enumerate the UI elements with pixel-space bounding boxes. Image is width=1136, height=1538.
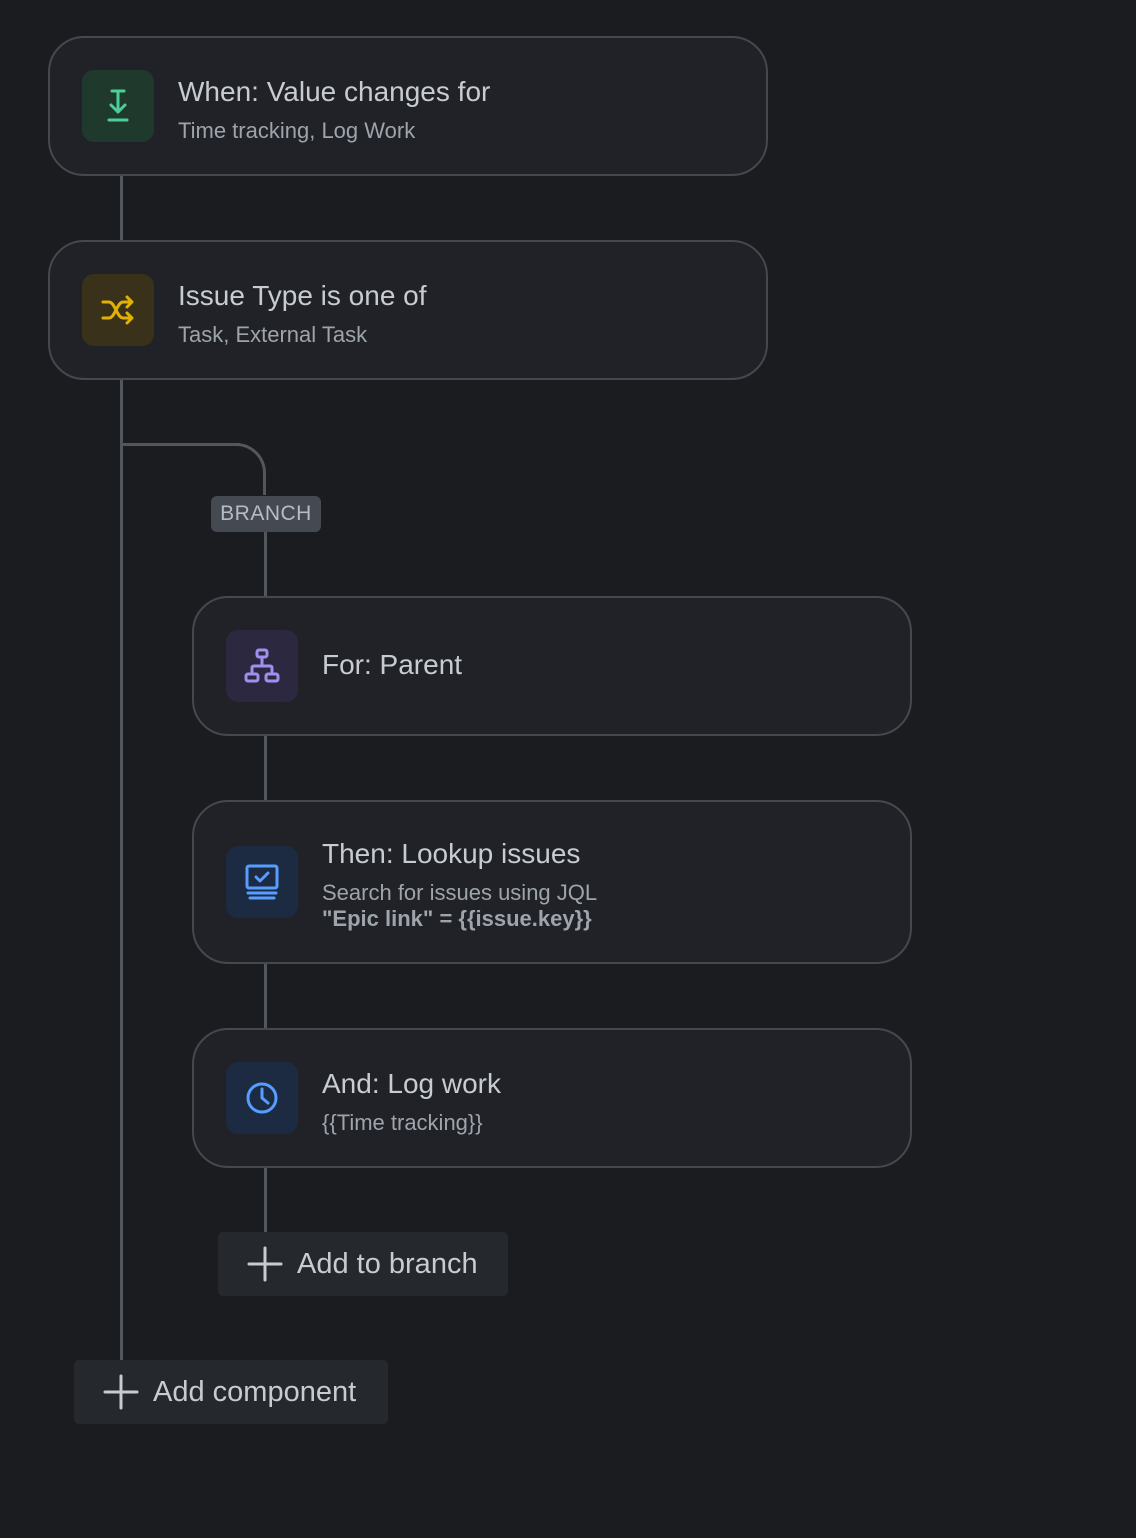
- log-title: And: Log work: [322, 1068, 501, 1099]
- connector-branch-v4: [264, 1166, 267, 1234]
- hierarchy-icon: [244, 648, 280, 683]
- add-component-label: Add component: [153, 1375, 357, 1408]
- connector-branch-v2: [264, 734, 267, 802]
- clock-icon: [246, 1082, 278, 1114]
- add-to-branch-label: Add to branch: [297, 1247, 478, 1280]
- condition-subtitle: Task, External Task: [178, 322, 368, 347]
- for-title: For: Parent: [322, 649, 463, 680]
- connector-branch-curve: [214, 443, 266, 495]
- lookup-subtitle: Search for issues using JQL: [322, 880, 598, 905]
- lookup-icon-box: [226, 846, 298, 918]
- lookup-title: Then: Lookup issues: [322, 838, 581, 869]
- condition-title: Issue Type is one of: [178, 280, 427, 311]
- connector-branch-h: [120, 443, 240, 446]
- plus-icon: [103, 1374, 139, 1410]
- log-subtitle: {{Time tracking}}: [322, 1110, 483, 1135]
- monitor-check-icon: [245, 864, 279, 900]
- condition-icon-box: [82, 274, 154, 346]
- trigger-title: When: Value changes for: [178, 76, 491, 107]
- for-parent-card[interactable]: For: Parent: [192, 596, 912, 736]
- condition-card[interactable]: Issue Type is one of Task, External Task: [48, 240, 768, 380]
- connector-branch-v3: [264, 962, 267, 1030]
- add-component-button[interactable]: Add component: [74, 1360, 388, 1424]
- connector-main: [120, 174, 123, 1364]
- trigger-card[interactable]: When: Value changes for Time tracking, L…: [48, 36, 768, 176]
- trigger-subtitle: Time tracking, Log Work: [178, 118, 416, 143]
- download-arrow-icon: [107, 89, 129, 122]
- lookup-issues-card[interactable]: Then: Lookup issues Search for issues us…: [192, 800, 912, 964]
- trigger-icon-box: [82, 70, 154, 142]
- for-icon-box: [226, 630, 298, 702]
- add-to-branch-button[interactable]: Add to branch: [218, 1232, 508, 1296]
- log-icon-box: [226, 1062, 298, 1134]
- plus-icon: [247, 1246, 283, 1282]
- branch-label: BRANCH: [211, 496, 321, 532]
- lookup-query: "Epic link" = {{issue.key}}: [322, 906, 592, 931]
- shuffle-icon: [101, 295, 134, 325]
- log-work-card[interactable]: And: Log work {{Time tracking}}: [192, 1028, 912, 1168]
- connector-branch-v1: [264, 530, 267, 598]
